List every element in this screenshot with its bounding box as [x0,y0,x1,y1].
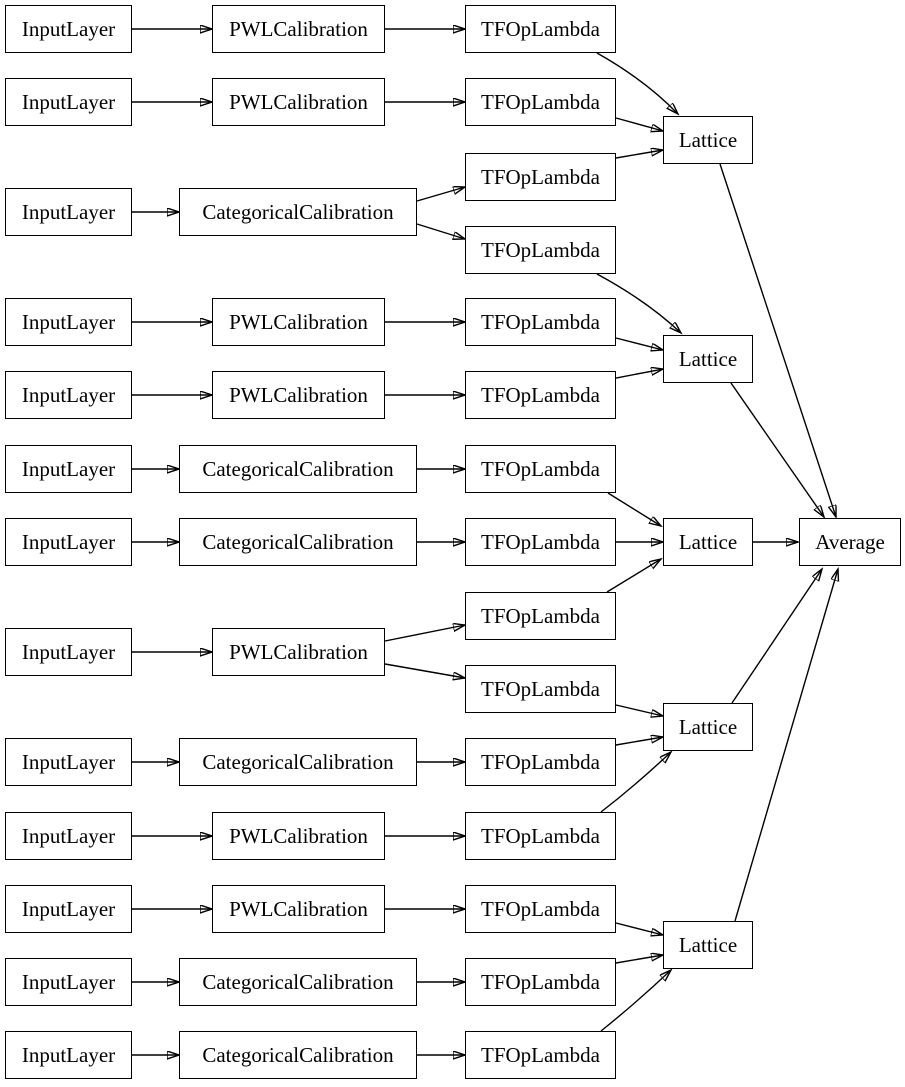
node-pwlcalibration: PWLCalibration [212,298,385,346]
node-tfoplambda: TFOpLambda [465,153,616,201]
node-lattice: Lattice [663,921,753,969]
node-categoricalcalibration: CategoricalCalibration [179,188,417,236]
node-tfoplambda: TFOpLambda [465,371,616,419]
edge-calib8-to-tfop10 [384,663,465,678]
node-tfoplambda: TFOpLambda [465,592,616,640]
node-lattice: Lattice [663,116,753,164]
edge-lattice5-to-average [734,569,838,922]
node-lattice: Lattice [663,335,753,383]
edge-tfop13-to-lattice5 [615,922,663,935]
node-categoricalcalibration: CategoricalCalibration [179,445,417,493]
node-lattice: Lattice [663,703,753,751]
node-tfoplambda: TFOpLambda [465,812,616,860]
node-tfoplambda: TFOpLambda [465,78,616,126]
edge-calib8-to-tfop9 [384,625,465,642]
edge-lattice2-to-average [730,382,824,517]
node-inputlayer: InputLayer [5,371,132,419]
node-tfoplambda: TFOpLambda [465,298,616,346]
node-inputlayer: InputLayer [5,628,132,676]
edge-tfop14-to-lattice5 [615,955,663,964]
node-average: Average [799,518,901,566]
node-tfoplambda: TFOpLambda [465,226,616,274]
node-inputlayer: InputLayer [5,445,132,493]
node-tfoplambda: TFOpLambda [465,518,616,566]
edge-lattice4-to-average [731,569,822,704]
edges-group [132,29,838,1055]
node-tfoplambda: TFOpLambda [465,885,616,933]
edge-tfop9-to-lattice3 [606,559,661,593]
node-categoricalcalibration: CategoricalCalibration [179,958,417,1006]
edge-calib3-to-tfop4 [416,223,465,239]
node-categoricalcalibration: CategoricalCalibration [179,738,417,786]
edge-tfop2-to-lattice1 [615,117,663,131]
edge-tfop15-to-lattice5 [600,970,671,1032]
edge-tfop4-to-lattice2 [596,273,681,333]
node-lattice: Lattice [663,518,753,566]
node-pwlcalibration: PWLCalibration [212,812,385,860]
edge-tfop7-to-lattice3 [607,492,661,526]
node-pwlcalibration: PWLCalibration [212,885,385,933]
edge-tfop1-to-lattice1 [596,52,678,114]
node-pwlcalibration: PWLCalibration [212,371,385,419]
node-inputlayer: InputLayer [5,518,132,566]
node-pwlcalibration: PWLCalibration [212,5,385,53]
node-tfoplambda: TFOpLambda [465,665,616,713]
node-categoricalcalibration: CategoricalCalibration [179,518,417,566]
node-inputlayer: InputLayer [5,78,132,126]
node-inputlayer: InputLayer [5,1031,132,1079]
node-inputlayer: InputLayer [5,885,132,933]
node-inputlayer: InputLayer [5,298,132,346]
node-inputlayer: InputLayer [5,958,132,1006]
edge-tfop5-to-lattice2 [615,337,663,350]
node-pwlcalibration: PWLCalibration [212,628,385,676]
edge-calib3-to-tfop3 [416,187,465,202]
node-pwlcalibration: PWLCalibration [212,78,385,126]
node-inputlayer: InputLayer [5,812,132,860]
node-tfoplambda: TFOpLambda [465,958,616,1006]
node-tfoplambda: TFOpLambda [465,445,616,493]
edge-tfop11-to-lattice4 [615,737,663,746]
edge-tfop3-to-lattice1 [615,150,663,159]
node-inputlayer: InputLayer [5,738,132,786]
node-tfoplambda: TFOpLambda [465,5,616,53]
node-inputlayer: InputLayer [5,188,132,236]
edge-tfop10-to-lattice4 [615,704,663,716]
node-inputlayer: InputLayer [5,5,132,53]
edge-tfop12-to-lattice4 [600,752,671,813]
edge-lattice1-to-average [719,163,836,517]
node-tfoplambda: TFOpLambda [465,1031,616,1079]
edge-tfop6-to-lattice2 [615,369,663,379]
node-categoricalcalibration: CategoricalCalibration [179,1031,417,1079]
node-tfoplambda: TFOpLambda [465,738,616,786]
